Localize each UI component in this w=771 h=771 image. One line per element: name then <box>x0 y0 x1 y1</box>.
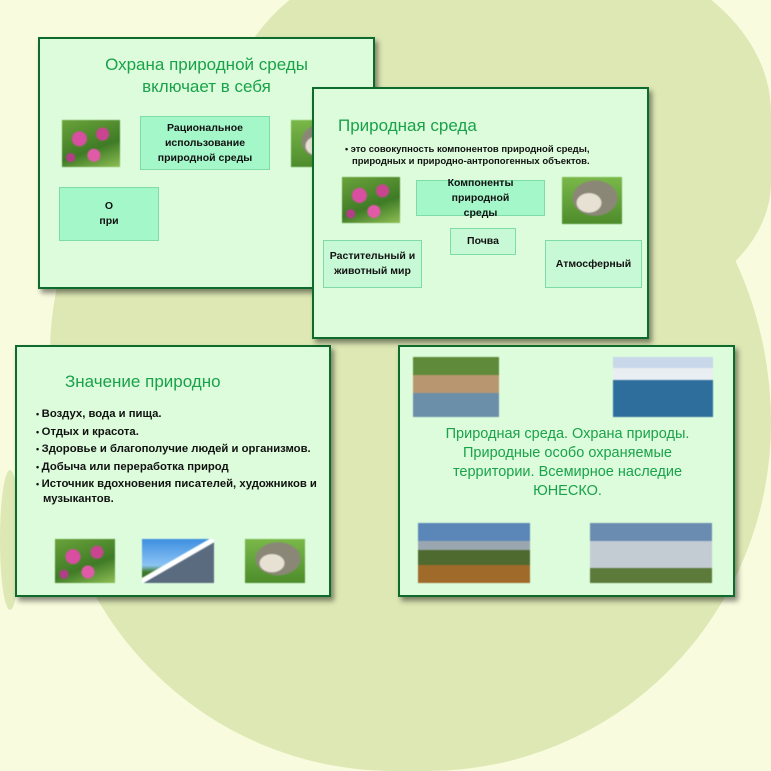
slide-nature-value: Значение природно Воздух, вода и пища. О… <box>15 345 331 597</box>
box-flora-fauna: Растительный и животный мир <box>323 240 422 288</box>
title-line: включает в себя <box>142 77 271 96</box>
slide-protected-areas: Природная среда. Охрана природы. Природн… <box>398 345 735 597</box>
clover-image <box>342 177 400 223</box>
bullet-list: это совокупность компонентов природной с… <box>344 143 634 171</box>
slide-title: Охрана природной среды включает в себя <box>40 54 373 98</box>
bullet-item: Источник вдохновения писателей, художник… <box>35 477 323 506</box>
box-text: при <box>99 215 119 227</box>
frozen-lake-image <box>613 357 713 417</box>
box-rational-use: Рациональное использование природной сре… <box>140 116 270 170</box>
mountain-forest-image <box>418 523 530 583</box>
box-soil: Почва <box>450 228 516 255</box>
bullet-item: Добыча или переработка природ <box>35 460 323 475</box>
mountain-image <box>142 539 214 583</box>
box-components: Компоненты природной среды <box>416 177 545 219</box>
clover-image <box>62 120 120 167</box>
hedgehog-image <box>562 177 622 224</box>
kremlin-image <box>590 523 712 583</box>
hedgehog-image <box>245 539 305 583</box>
river-cliff-image <box>413 357 499 417</box>
bullet-item: Воздух, вода и пища. <box>35 407 323 422</box>
bullet-list: Воздух, вода и пища. Отдых и красота. Зд… <box>35 407 323 509</box>
slide-title: Природная среда <box>338 116 477 135</box>
bullet-item: Здоровье и благополучие людей и организм… <box>35 442 323 457</box>
clover-image <box>55 539 115 583</box>
title-line: Охрана природной среды <box>105 55 308 74</box>
bullet-item: Отдых и красота. <box>35 425 323 440</box>
box-atmosphere: Атмосферный <box>545 240 642 288</box>
slide-title: Природная среда. Охрана природы. Природн… <box>445 426 690 499</box>
slide-natural-environment: Природная среда это совокупность компоне… <box>312 87 649 339</box>
box-partial: О при <box>59 187 159 241</box>
bullet-item: это совокупность компонентов природной с… <box>344 143 634 168</box>
slide-title: Значение природно <box>65 372 221 391</box>
box-text: О <box>104 200 114 212</box>
